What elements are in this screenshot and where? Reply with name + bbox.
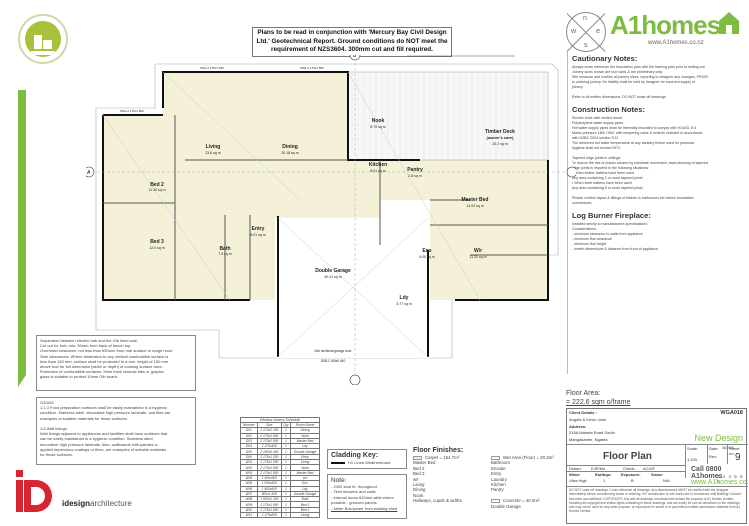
svg-text:(owner's care): (owner's care): [487, 135, 515, 140]
cautionary-notes-body: Always cross reference the foundation pl…: [572, 65, 709, 99]
compass-icon: n e s w: [566, 12, 606, 52]
drawing-title: Floor Plan: [603, 451, 652, 462]
svg-text:6.05 sq m: 6.05 sq m: [419, 255, 434, 259]
geotech-notice: Plans to be read in conjunction with 'Me…: [252, 27, 452, 57]
svg-text:12.0 sq m: 12.0 sq m: [149, 246, 164, 250]
svg-text:20.2 sq m: 20.2 sq m: [492, 142, 507, 146]
lbp-badge-logo: [18, 14, 68, 64]
svg-text:D08-2 160x0.440: D08-2 160x0.440: [321, 359, 346, 363]
construction-notes-title: Construction Notes:: [572, 105, 645, 114]
svg-text:W02-2 175x1 800: W02-2 175x1 800: [300, 66, 324, 70]
job-code: WGA018: [720, 410, 743, 416]
svg-text:6.01 sq m: 6.01 sq m: [250, 233, 265, 237]
svg-text:Living: Living: [206, 144, 221, 150]
website-link: www.A1homes.co.nz: [691, 479, 749, 486]
call-number: Call 0800 A1homes: [691, 466, 723, 480]
floor-finishes: Floor Finishes: Carpet = 154.7m² Master …: [413, 447, 563, 509]
svg-text:Dining: Dining: [282, 144, 298, 150]
svg-text:Timber Deck: Timber Deck: [485, 129, 515, 135]
floor-plan-drawing: B A 5.630 Living 23.6 sq m Dining 20.18 …: [86, 55, 576, 385]
svg-text:A: A: [86, 170, 91, 176]
svg-text:23.6 sq m: 23.6 sq m: [205, 151, 220, 155]
house-icon: [719, 12, 739, 34]
cautionary-notes-title: Cautionary Notes:: [572, 54, 638, 63]
cladding-line-swatch: [331, 461, 345, 464]
svg-text:Bed 3: Bed 3: [150, 239, 164, 245]
svg-text:Ldy: Ldy: [400, 295, 409, 301]
svg-text:7.5 sq m: 7.5 sq m: [218, 252, 232, 256]
svg-text:Master Bed: Master Bed: [462, 197, 489, 203]
idesign-wordmark: idesignarchitecture: [62, 499, 132, 508]
brand-url: www.A1homes.co.nz: [648, 40, 704, 46]
green-accent-bar: [18, 90, 26, 387]
svg-text:Pantry: Pantry: [407, 167, 423, 173]
svg-text:11.31 sq m: 11.31 sq m: [469, 255, 486, 259]
design-type: New Design: [694, 433, 743, 443]
idesign-logo-icon: [16, 470, 52, 512]
svg-text:W01-2 175x1 050: W01-2 175x1 050: [200, 66, 224, 70]
svg-text:W/r: W/r: [474, 248, 482, 254]
svg-text:Bed 2: Bed 2: [150, 182, 164, 188]
svg-text:40.01 sq m: 40.01 sq m: [324, 275, 341, 279]
svg-text:11.34 sq m: 11.34 sq m: [148, 188, 165, 192]
building-icon: [25, 21, 61, 57]
cladding-key: Cladding Key: H1 Linea Weatherboard: [327, 449, 407, 469]
svg-text:Ens: Ens: [422, 248, 431, 254]
floor-area-value: = 222.6 sqm o/frame: [566, 399, 631, 406]
floor-area-label: Floor Area:: [566, 390, 601, 397]
svg-text:W10-2 175x1 800: W10-2 175x1 800: [120, 109, 144, 113]
svg-text:3.77 sq m: 3.77 sq m: [396, 302, 411, 306]
brand-name: A1homes: [610, 10, 721, 40]
wet-area-swatch: [491, 455, 500, 460]
hob-clearance-notes: Separation between electric hob and the …: [36, 335, 196, 391]
svg-text:Double Garage: Double Garage: [315, 268, 351, 274]
title-block: Client Details : WGA018 Angela & Kevin J…: [566, 408, 749, 524]
svg-text:Sdn sectional garage door: Sdn sectional garage door: [314, 349, 352, 353]
carpet-swatch: [413, 455, 422, 460]
svg-text:Nook: Nook: [372, 118, 385, 124]
sheet-number: 9: [735, 452, 741, 463]
svg-text:2.8 sq m: 2.8 sq m: [408, 174, 422, 178]
svg-text:8.01 sq m: 8.01 sq m: [370, 169, 385, 173]
disclaimer: DO NOT scale off drawings. Cross referen…: [569, 488, 742, 514]
svg-text:8.70 sq m: 8.70 sq m: [370, 125, 385, 129]
general-note: Note: - 2400 stud ht. throughout - Tiled…: [327, 474, 407, 519]
notes-panel: Cautionary Notes: Always cross reference…: [567, 52, 749, 374]
svg-text:20.18 sq m: 20.18 sq m: [281, 151, 298, 155]
svg-text:B: B: [353, 55, 357, 59]
svg-text:Bath: Bath: [219, 246, 230, 252]
log-burner-body: Installed strictly to manufacturers spec…: [572, 222, 659, 251]
svg-text:Kitchen: Kitchen: [369, 162, 387, 168]
log-burner-title: Log Burner Fireplace:: [572, 211, 651, 220]
svg-text:Entry: Entry: [252, 226, 265, 232]
concrete-swatch: [491, 499, 500, 504]
svg-text:14.03 sq m: 14.03 sq m: [466, 204, 483, 208]
